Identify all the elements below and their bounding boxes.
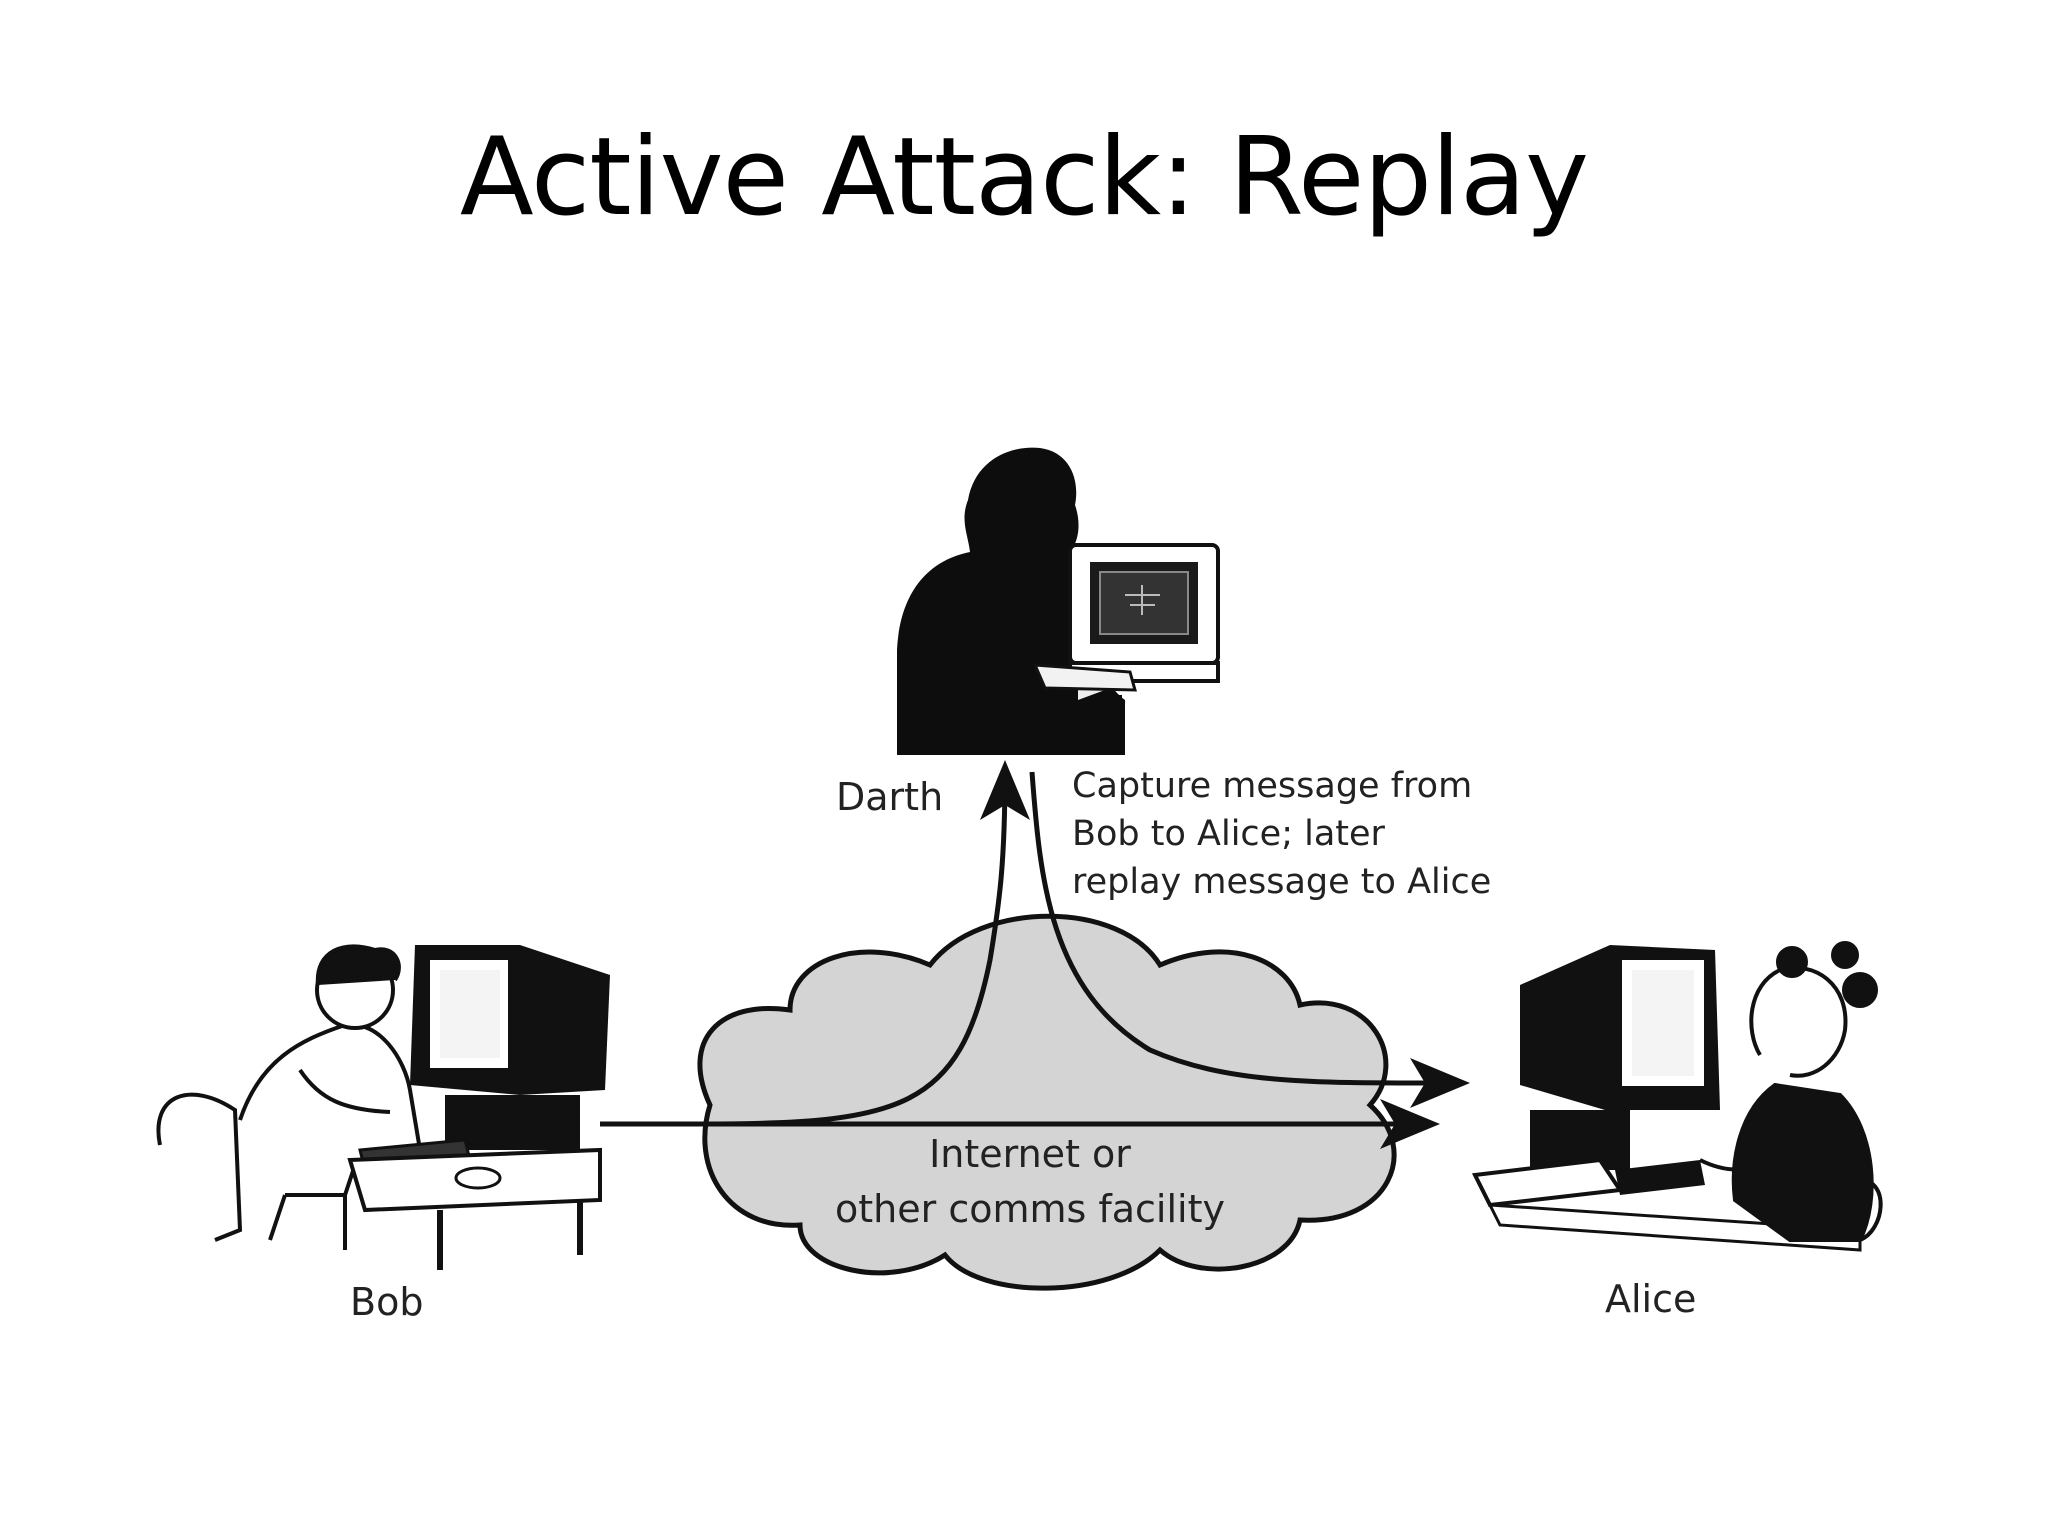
internet-cloud (697, 913, 1397, 1291)
capture-note-line1: Capture message from (1072, 766, 1472, 806)
darth-monitor-icon (1032, 543, 1220, 692)
alice-label: Alice (1605, 1277, 1696, 1321)
alice-computer-icon (1471, 945, 1862, 1252)
alice-figure (1699, 941, 1883, 1242)
network-label-line1: Internet or (929, 1132, 1131, 1176)
bob-label: Bob (350, 1280, 423, 1324)
replay-arrow (1029, 771, 1470, 1109)
capture-note-line3: replay message to Alice (1072, 862, 1491, 902)
bob-figure (156, 944, 423, 1250)
darth-label: Darth (836, 775, 943, 819)
capture-arrow (699, 760, 1030, 1127)
capture-note-line2: Bob to Alice; later (1072, 814, 1386, 854)
network-label-line2: other comms facility (835, 1187, 1225, 1231)
bob-computer-icon (347, 945, 610, 1270)
slide-title: Active Attack: Replay (459, 115, 1589, 240)
